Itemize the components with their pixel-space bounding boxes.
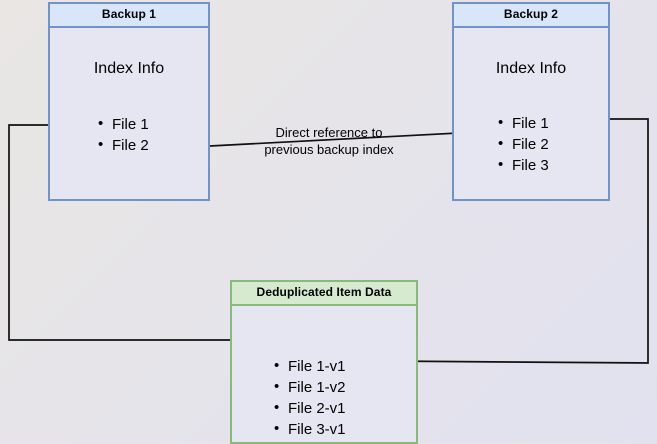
- list-item: File 3: [496, 154, 549, 176]
- node-deduplicated-item-data-header: Deduplicated Item Data: [232, 282, 416, 306]
- node-backup-1-file-list: File 1 File 2: [96, 113, 149, 156]
- node-backup-1-index-info-label: Index Info: [93, 60, 165, 77]
- node-backup-1-body: Index Info File 1 File 2: [50, 28, 208, 199]
- node-backup-2-body: Index Info File 1 File 2 File 3: [454, 28, 608, 199]
- node-backup-2[interactable]: Backup 2 Index Info File 1 File 2 File 3: [452, 2, 610, 201]
- list-item: File 2: [96, 134, 149, 156]
- node-backup-2-file-list: File 1 File 2 File 3: [496, 112, 549, 176]
- node-deduplicated-item-data[interactable]: Deduplicated Item Data File 1-v1 File 1-…: [230, 280, 418, 444]
- node-backup-2-index-info-label: Index Info: [495, 60, 567, 77]
- node-backup-2-header: Backup 2: [454, 4, 608, 28]
- list-item: File 1-v1: [272, 355, 346, 377]
- node-deduplicated-item-data-body: File 1-v1 File 1-v2 File 2-v1 File 3-v1: [232, 306, 416, 442]
- node-deduplicated-item-data-file-list: File 1-v1 File 1-v2 File 2-v1 File 3-v1: [272, 355, 346, 440]
- node-backup-1-header: Backup 1: [50, 4, 208, 28]
- list-item: File 1: [96, 113, 149, 135]
- edge-label-line-2: previous backup index: [264, 142, 394, 157]
- edge-label-direct-reference: Direct reference to previous backup inde…: [249, 124, 409, 158]
- node-backup-1[interactable]: Backup 1 Index Info File 1 File 2: [48, 2, 210, 201]
- list-item: File 2-v1: [272, 397, 346, 419]
- edge-label-line-1: Direct reference to: [275, 125, 383, 140]
- list-item: File 1: [496, 112, 549, 134]
- list-item: File 1-v2: [272, 376, 346, 398]
- list-item: File 2: [496, 133, 549, 155]
- list-item: File 3-v1: [272, 418, 346, 440]
